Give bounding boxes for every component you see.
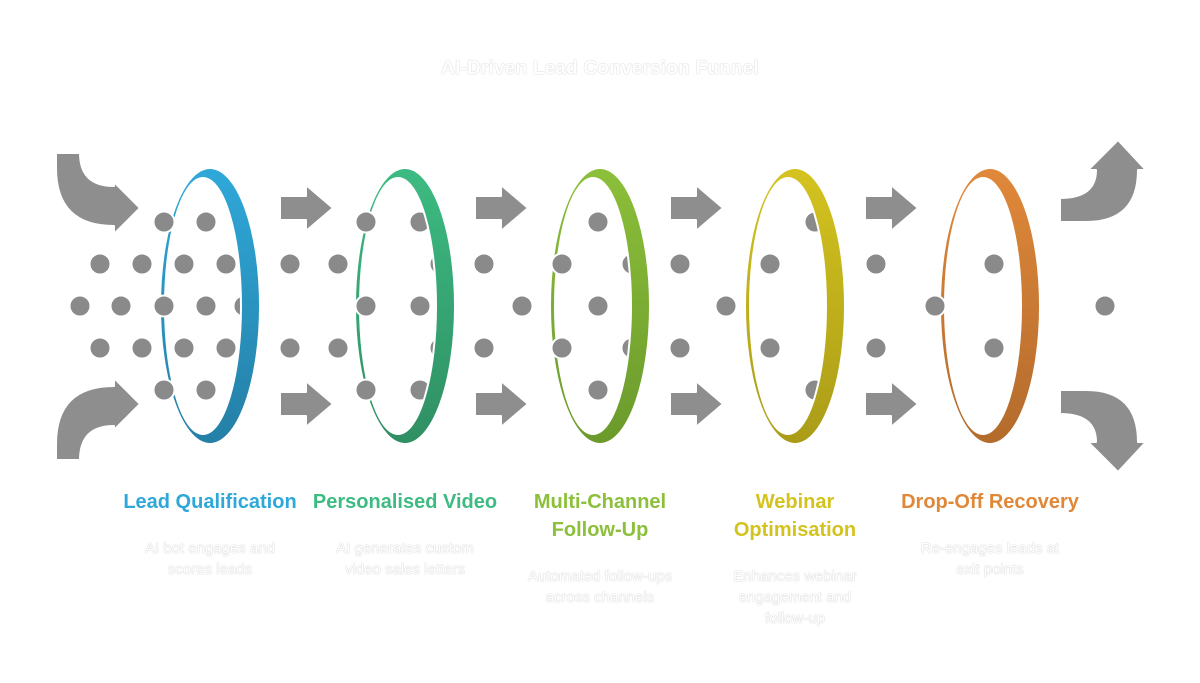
lead-dot [278,336,302,360]
entry-arrow-top-icon [55,152,141,235]
arrow-2-bottom-icon [474,380,529,428]
lead-dot [152,210,176,234]
lead-dot [194,210,218,234]
lead-dot [194,378,218,402]
lead-dot [109,294,133,318]
flow-arrows [55,139,1147,473]
lead-dot [130,252,154,276]
stage-rings [159,166,1041,446]
ring-lead-qualification [159,166,261,446]
stage-label: Multi-Channel Follow-Up [533,491,667,541]
lead-dot [923,294,947,318]
arrow-4-bottom-icon [864,380,919,428]
stage-0: Lead Qualification AI bot engages and sco… [110,488,310,580]
lead-dot [130,336,154,360]
lead-dot [194,294,218,318]
lead-dot [88,336,112,360]
lead-dot [214,252,238,276]
lead-dot [586,294,610,318]
lead-dot [758,252,782,276]
lead-dot [586,378,610,402]
ring-personalised-video [354,166,456,446]
lead-dot [278,252,302,276]
lead-dot [864,336,888,360]
lead-dot [354,210,378,234]
lead-dots [68,210,1117,402]
lead-dot [510,294,534,318]
lead-dot [214,336,238,360]
lead-dot [668,336,692,360]
entry-arrow-bottom-icon [55,377,141,461]
stage-label: Drop-Off Recovery [901,491,1079,513]
ring-drop-off-recovery [939,166,1041,446]
stage-label: Webinar Optimisation [733,491,857,541]
arrow-3-top-icon [669,184,724,232]
lead-dot [152,294,176,318]
arrow-4-top-icon [864,184,919,232]
lead-dot [668,252,692,276]
lead-dot [864,252,888,276]
lead-dot [68,294,92,318]
ring-webinar-optimisation [744,166,846,446]
stage-description: AI generates custom video sales letters [336,540,474,578]
lead-dot [472,252,496,276]
stage-description: Automated follow-ups across channels [527,568,673,606]
lead-dot [152,378,176,402]
exit-arrow-top-icon [1059,139,1147,223]
lead-dot [550,252,574,276]
ring-multi-channel-follow-up [549,166,651,446]
lead-dot [354,378,378,402]
stage-label: Personalised Video [312,491,498,513]
lead-dot [758,336,782,360]
lead-dot [326,252,350,276]
lead-dot [354,294,378,318]
lead-dot [1093,294,1117,318]
lead-dot [172,336,196,360]
diagram-title: AI-Driven Lead Conversion Funnel [441,58,759,79]
lead-dot [982,336,1006,360]
exit-arrow-bottom-icon [1059,389,1147,473]
stage-description: Enhances webinar engagement and follow-u… [733,568,857,627]
stage-description: AI bot engages and scores leads [144,540,276,578]
lead-dot [172,252,196,276]
stage-description: Re-engages leads at exit points [920,540,1060,578]
lead-dot [982,252,1006,276]
arrow-3-bottom-icon [669,380,724,428]
stage-label: Lead Qualification [123,491,297,513]
arrow-2-top-icon [474,184,529,232]
lead-dot [550,336,574,360]
lead-dot [408,294,432,318]
lead-dot [88,252,112,276]
arrow-1-top-icon [279,184,334,232]
lead-dot [472,336,496,360]
lead-dot [714,294,738,318]
arrow-1-bottom-icon [279,380,334,428]
stage-1: Personalised Video AI generates custom vi… [305,488,505,580]
lead-dots-front [152,210,947,402]
lead-dot [586,210,610,234]
lead-dot [326,336,350,360]
